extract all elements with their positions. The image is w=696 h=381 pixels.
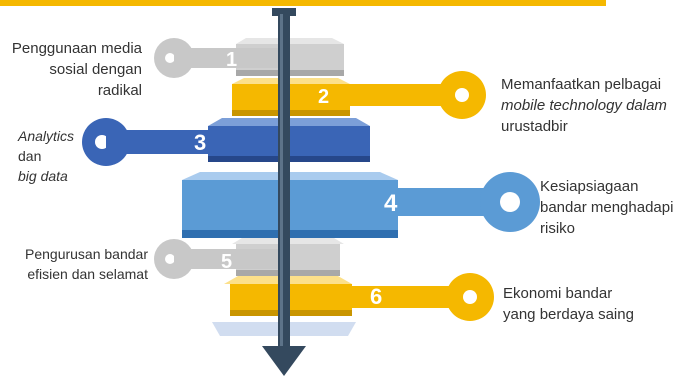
label-4: Kesiapsiagaan bandar menghadapi risiko bbox=[540, 178, 674, 237]
label-6: Ekonomi bandar yang berdaya saing bbox=[503, 285, 634, 323]
top-rule bbox=[0, 0, 606, 6]
badge-4: 4 bbox=[384, 190, 398, 217]
ribbon-3: 3 bbox=[82, 118, 286, 166]
ribbon-5: 5 bbox=[154, 239, 286, 279]
ribbon-1: 1 bbox=[154, 38, 286, 78]
label-2: Memanfaatkan pelbagai mobile technology … bbox=[501, 76, 667, 135]
ribbon-2: 2 bbox=[300, 71, 486, 119]
badge-5: 5 bbox=[221, 251, 232, 273]
ribbon-4: 4 bbox=[300, 172, 540, 232]
badge-2: 2 bbox=[318, 86, 329, 108]
badge-6: 6 bbox=[370, 284, 382, 309]
ribbon-6: 6 bbox=[300, 273, 494, 321]
central-arrow bbox=[262, 8, 306, 376]
badge-3: 3 bbox=[194, 130, 206, 155]
label-5: Pengurusan bandar efisien dan selamat bbox=[25, 246, 148, 282]
badge-1: 1 bbox=[226, 49, 237, 71]
label-3: Analytics dan big data bbox=[18, 128, 75, 184]
label-1: Penggunaan media sosial dengan radikal bbox=[11, 40, 142, 99]
